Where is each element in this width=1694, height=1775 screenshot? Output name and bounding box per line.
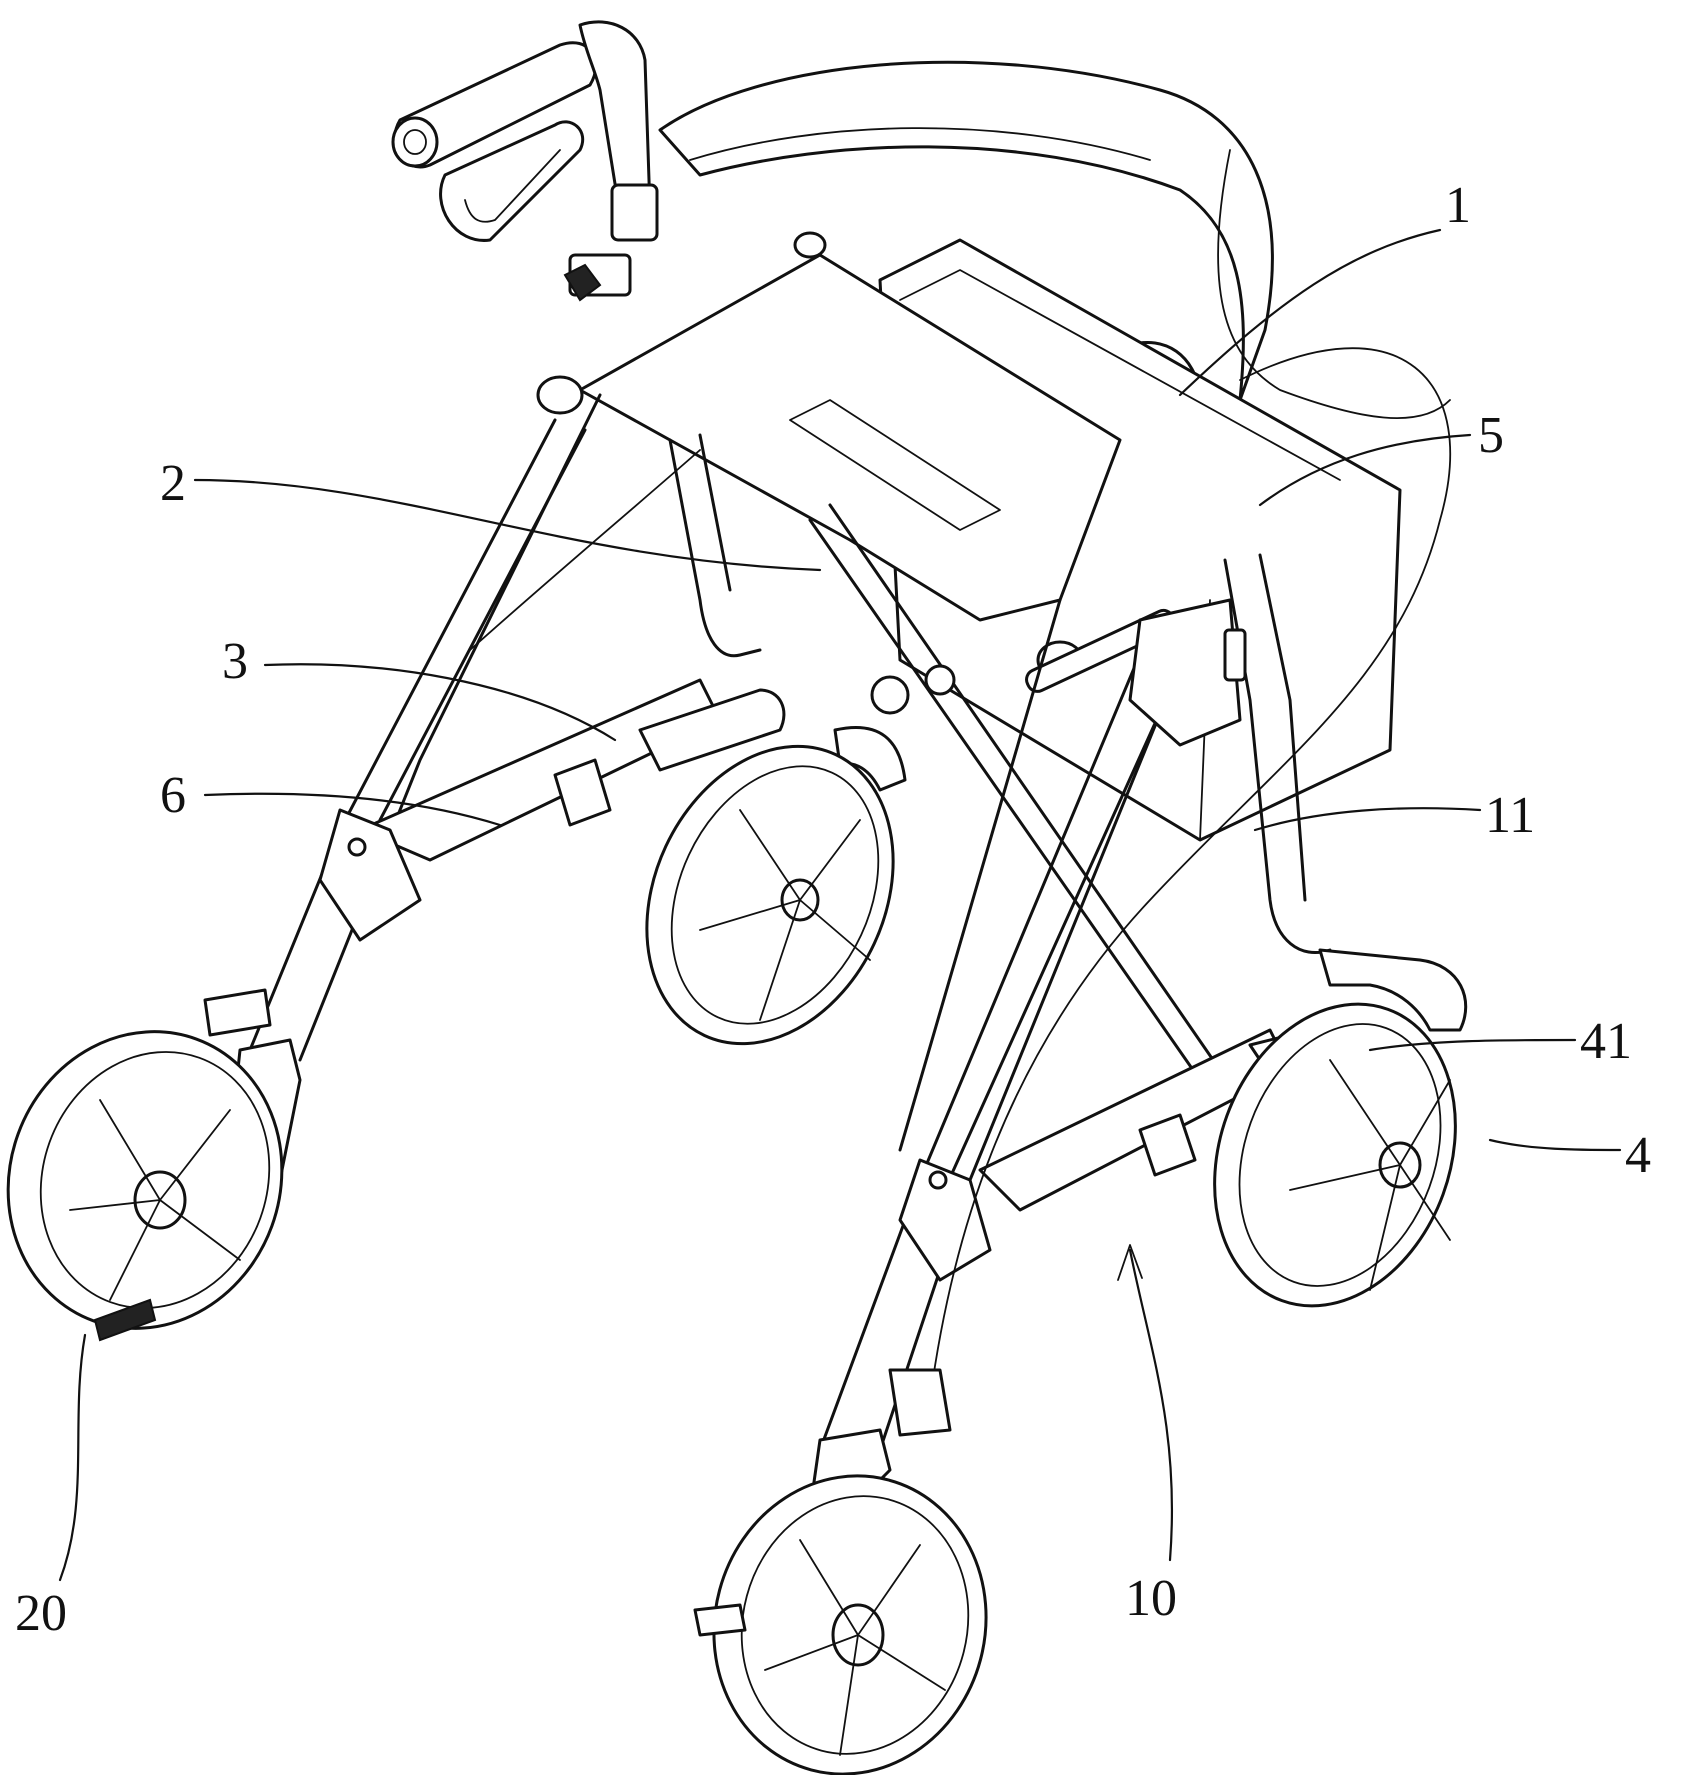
callout-1: 1 [1445,177,1471,234]
callout-10: 10 [1125,1570,1177,1627]
callout-11: 11 [1485,787,1535,844]
callout-2: 2 [160,455,186,512]
left-handle [393,22,657,300]
wheel-front-right [681,1445,1019,1775]
callout-20: 20 [15,1585,67,1642]
callout-3: 3 [222,633,248,690]
callout-4: 4 [1625,1127,1651,1184]
callout-6: 6 [160,767,186,824]
callout-5: 5 [1478,407,1504,464]
callout-41: 41 [1580,1013,1632,1070]
